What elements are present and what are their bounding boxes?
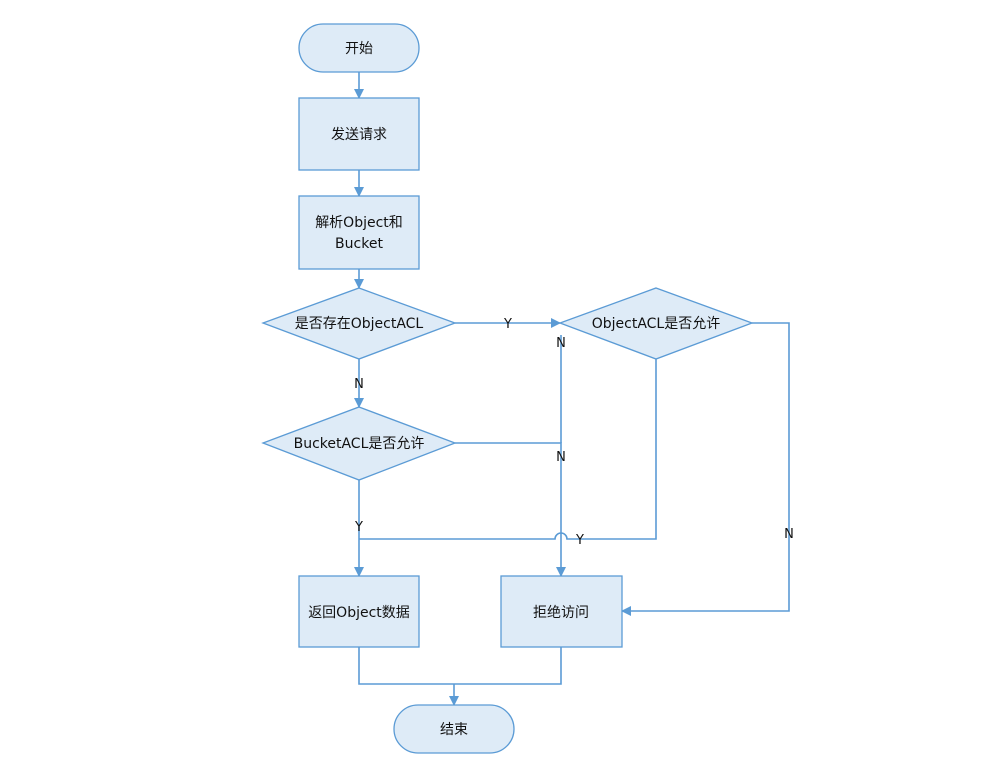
edge-object-acl-yes xyxy=(359,359,657,540)
start-terminal: 开始 xyxy=(298,23,420,73)
object-acl-allow-decision: ObjectACL是否允许 xyxy=(558,287,754,360)
connectors xyxy=(354,72,790,706)
object-acl-allow-label: ObjectACL是否允许 xyxy=(592,316,721,332)
send-request-label: 发送请求 xyxy=(331,127,387,143)
end-terminal: 结束 xyxy=(393,704,515,754)
send-request-process: 发送请求 xyxy=(298,97,420,171)
start-label: 开始 xyxy=(345,41,373,57)
deny-access-process: 拒绝访问 xyxy=(500,575,623,648)
label-bucket-no: N xyxy=(556,450,566,465)
object-acl-exists-label: 是否存在ObjectACL xyxy=(295,316,424,332)
edge-object-acl-no-right xyxy=(621,322,790,616)
bucket-acl-allow-label: BucketACL是否允许 xyxy=(294,436,425,452)
bucket-acl-allow-decision: BucketACL是否允许 xyxy=(261,406,457,481)
label-object-acl-no-right: N xyxy=(784,527,794,542)
label-bucket-yes: Y xyxy=(354,520,363,535)
parse-label-line2: Bucket xyxy=(335,236,383,252)
return-object-label: 返回Object数据 xyxy=(308,605,410,621)
edge-bucket-no xyxy=(455,442,566,577)
label-object-acl-yes: Y xyxy=(575,533,584,548)
parse-process: 解析Object和 Bucket xyxy=(298,195,420,270)
label-exists-no: N xyxy=(354,377,364,392)
edge-merge-to-end xyxy=(358,647,562,685)
label-object-acl-no-below: N xyxy=(556,336,566,351)
end-label: 结束 xyxy=(440,722,468,738)
parse-label-line1: 解析Object和 xyxy=(315,215,403,231)
deny-access-label: 拒绝访问 xyxy=(533,605,589,621)
object-acl-exists-decision: 是否存在ObjectACL xyxy=(261,287,457,360)
label-exists-yes: Y xyxy=(503,317,512,332)
return-object-process: 返回Object数据 xyxy=(298,575,420,648)
